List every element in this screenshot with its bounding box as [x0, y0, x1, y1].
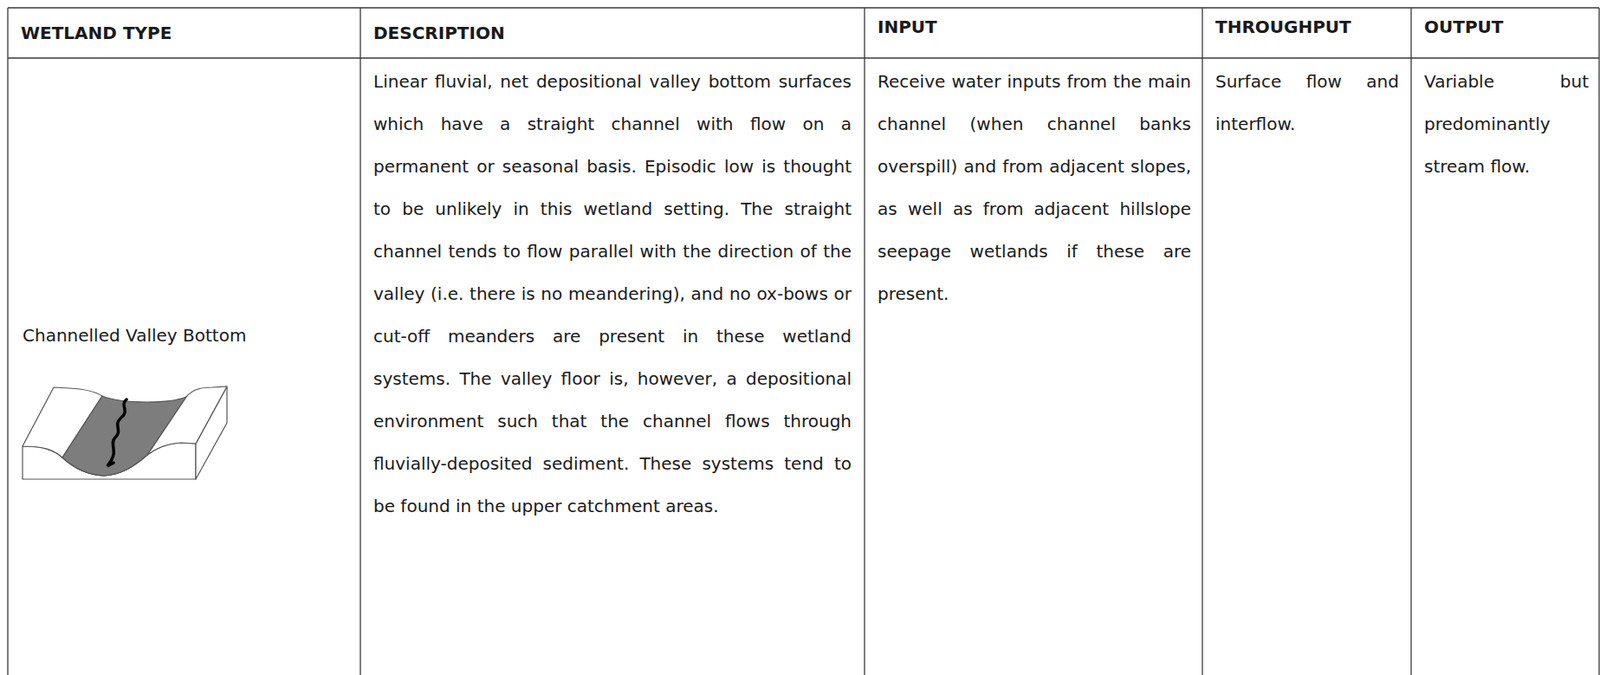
column-header: OUTPUT	[1424, 14, 1589, 39]
column-header: DESCRIPTION	[373, 20, 855, 46]
throughput-cell: Surface flow and interflow.	[1215, 60, 1400, 146]
wetland-type-cell: Channelled Valley Bottom	[22, 322, 352, 349]
output-cell: Variable but predominantly stream flow.	[1424, 60, 1589, 188]
column-header: WETLAND TYPE	[20, 20, 350, 46]
column-header: INPUT	[877, 14, 1194, 39]
input-cell: Receive water inputs from the main chann…	[877, 60, 1192, 316]
description-cell: Linear fluvial, net depositional valley …	[373, 60, 852, 528]
column-header: THROUGHPUT	[1215, 14, 1402, 39]
